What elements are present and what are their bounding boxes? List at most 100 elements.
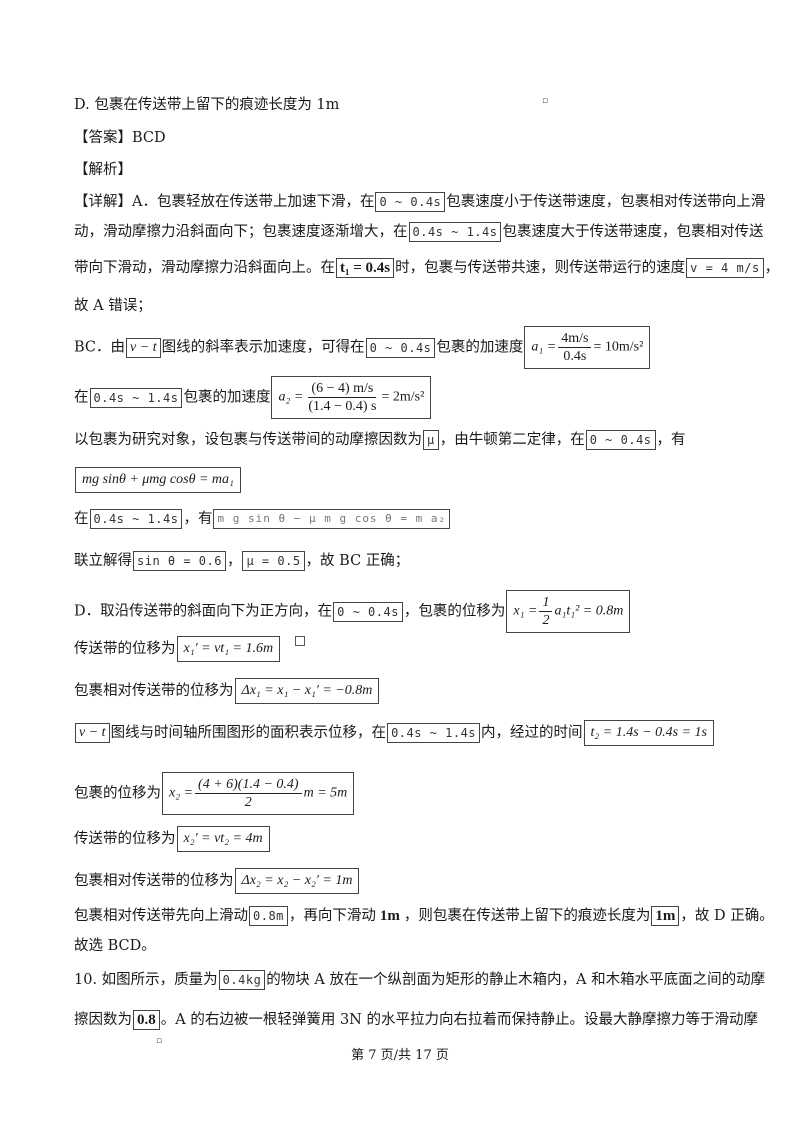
text-run: 擦因数为 <box>74 1012 132 1028</box>
text-run: 传送带的位移为 <box>74 831 176 847</box>
text-run: ，有 <box>183 511 213 527</box>
formula-t-04-14: 0.4s ~ 1.4s <box>89 387 183 408</box>
formula-mu: μ <box>423 430 439 450</box>
text-run: ，故 BC 正确； <box>305 553 410 569</box>
text-run: 图线的斜率表示加速度，可得在 <box>161 339 365 356</box>
analysis-label: 【解析】 <box>74 160 132 180</box>
formula-t-0-04: 0 ~ 0.4s <box>333 601 403 622</box>
text-run: 的物块 A 放在一个纵剖面为矩形的静止木箱内，A 和木箱水平底面之间的动摩 <box>266 972 766 988</box>
small-square-marker: ▫ <box>542 96 549 106</box>
formula-t-0-04: 0 ~ 0.4s <box>585 430 656 450</box>
text-run: 在 <box>74 511 89 527</box>
formula-t-04-14: 0.4s ~ 1.4s <box>89 509 183 529</box>
answer-label: 【答案】BCD <box>74 128 166 148</box>
formula-vt: v − t <box>75 723 110 743</box>
text-run: ， <box>226 553 242 569</box>
text-run: 包裹的加速度 <box>183 389 271 406</box>
detail-line-19: 故选 BCD。 <box>74 936 156 956</box>
text-run: ， <box>764 260 780 276</box>
formula-x1-prime: x₁′ = vt₁ = 1.6m <box>176 636 281 662</box>
formula-t-04-14: 0.4s ~ 1.4s <box>387 723 481 743</box>
text-run: D. 包裹在传送带上留下的痕迹长度为 1m <box>74 97 340 113</box>
text-run: ，再向下滑动 <box>288 908 376 924</box>
text-run: D．取沿传送带的斜面向下为正方向，在 <box>74 603 333 620</box>
detail-line-4: 故 A 错误； <box>74 296 152 316</box>
text-run: ，则包裹在传送带上留下的痕迹长度为 <box>403 908 651 924</box>
formula-x2-prime: x₂′ = vt₂ = 4m <box>176 826 270 852</box>
formula-sin: sin θ = 0.6 <box>133 551 226 571</box>
text-run: 内，经过的时间 <box>481 725 583 741</box>
formula-dx2: Δx₂ = x₂ − x₂′ = 1m <box>234 868 360 894</box>
text-run: BC．由 <box>74 339 126 356</box>
formula-vt: v − t <box>126 337 161 358</box>
text-run: 以包裹为研究对象，设包裹与传送带间的动摩擦因数为 <box>74 432 422 448</box>
text-run: 【解析】 <box>74 162 132 178</box>
text-run: 包裹相对传送带先向上滑动 <box>74 908 248 924</box>
formula-t-0-04: 0 ~ 0.4s <box>365 337 436 358</box>
text-run: 故 A 错误； <box>74 298 152 314</box>
page-footer: 第 7 页/共 17 页 <box>351 1048 449 1063</box>
text-run: ，由牛顿第二定律，在 <box>439 432 585 448</box>
text-run: 在 <box>74 389 89 406</box>
formula-down: 1m <box>376 907 403 925</box>
text-run: 带向下滑动，滑动摩擦力沿斜面向上。在 <box>74 260 335 276</box>
text-run: 动，滑动摩擦力沿斜面向下；包裹速度逐渐增大，在 <box>74 224 408 240</box>
text-run: 10. 如图所示，质量为 <box>74 972 218 988</box>
text-run: 传送带的位移为 <box>74 641 176 657</box>
option-d: D. 包裹在传送带上留下的痕迹长度为 1m <box>74 95 339 115</box>
formula-eq1: mg sinθ + μmg cosθ = ma₁ <box>75 467 241 493</box>
text-run: 图线与时间轴所围图形的面积表示位移，在 <box>110 725 387 741</box>
text-run: 包裹的位移为 <box>74 785 161 802</box>
formula-len: 1m <box>651 906 680 926</box>
text-run: 【答案】BCD <box>74 130 166 146</box>
formula-a2: a₂ =(6 − 4) m/s(1.4 − 0.4) s= 2m/s² <box>271 376 432 419</box>
text-run: 包裹速度小于传送带速度，包裹相对传送带向上滑 <box>446 194 766 210</box>
formula-t-04-14: 0.4s ~ 1.4s <box>408 222 502 242</box>
formula-mu-value: μ = 0.5 <box>242 551 305 571</box>
text-run: ，故 D 正确。 <box>680 908 774 924</box>
formula-t1: t₁ = 0.4s <box>336 258 395 278</box>
text-run: 。A 的右边被一根轻弹簧用 3N 的水平拉力向右拉着而保持静止。设最大静摩擦力等… <box>160 1012 758 1028</box>
formula-eq2: m g sin θ − μ m g cos θ = m a₂ <box>213 509 451 529</box>
text-run: 时，包裹与传送带共速，则传送带运行的速度 <box>395 260 686 276</box>
formula-coef: 0.8 <box>133 1010 160 1030</box>
text-run: ，有 <box>656 432 686 448</box>
formula-up: 0.8m <box>249 906 288 926</box>
text-run: 包裹相对传送带的位移为 <box>74 683 234 699</box>
checkbox-marker-icon <box>295 636 306 646</box>
equation-1: mg sinθ + μmg cosθ = ma₁ <box>74 467 242 493</box>
text-run: 联立解得 <box>74 553 132 569</box>
formula-v: v = 4 m/s <box>686 258 764 278</box>
text-run: 故选 BCD。 <box>74 938 156 954</box>
formula-dx1: Δx₁ = x₁ − x₁′ = −0.8m <box>234 678 380 704</box>
formula-t2: t₂ = 1.4s − 0.4s = 1s <box>583 720 714 746</box>
small-square-marker: ▫ <box>156 1036 163 1046</box>
text-run: 包裹速度大于传送带速度，包裹相对传送 <box>502 224 764 240</box>
text-run: 【详解】A．包裹轻放在传送带上加速下滑，在 <box>74 194 375 210</box>
formula-t-0-04: 0 ~ 0.4s <box>375 192 446 212</box>
text-run: 包裹的加速度 <box>436 339 524 356</box>
text-run: 包裹相对传送带的位移为 <box>74 873 234 889</box>
formula-mass: 0.4kg <box>218 970 266 990</box>
